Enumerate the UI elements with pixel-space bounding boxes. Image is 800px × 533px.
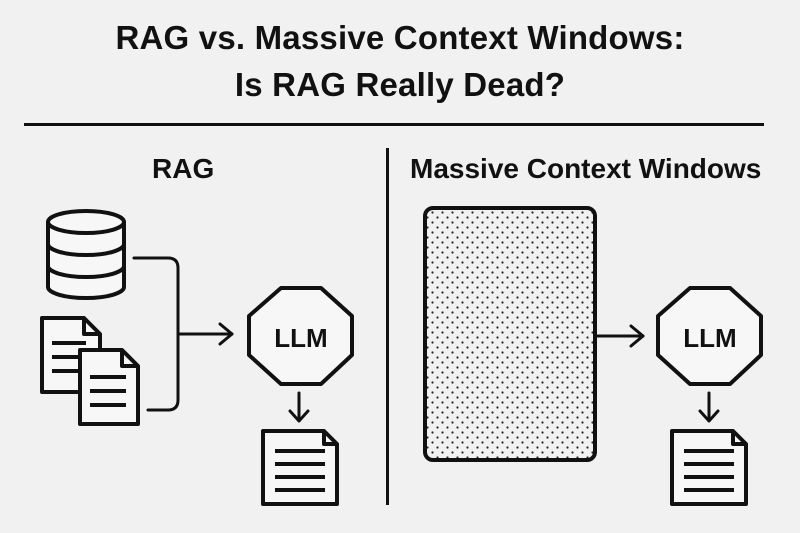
- llm-label-left: LLM: [274, 323, 328, 353]
- down-arrow-left: [288, 391, 310, 423]
- title-line-1: RAG vs. Massive Context Windows:: [115, 19, 685, 56]
- diagram-title: RAG vs. Massive Context Windows: Is RAG …: [0, 14, 800, 108]
- right-arrow: [594, 324, 645, 348]
- context-heading: Massive Context Windows: [410, 153, 762, 184]
- document-icon: [78, 348, 140, 426]
- output-document-icon: [261, 429, 339, 506]
- down-arrow-right: [698, 391, 720, 423]
- llm-node-left: [247, 286, 354, 386]
- output-document-icon: [670, 429, 748, 506]
- database-icon: [46, 209, 126, 300]
- context-window-block: [423, 206, 597, 462]
- merge-arrow: [132, 256, 234, 412]
- rag-heading: RAG: [152, 153, 215, 184]
- title-divider: [24, 123, 764, 126]
- llm-node-right: [656, 286, 763, 386]
- title-line-2: Is RAG Really Dead?: [234, 66, 566, 103]
- llm-label-right: LLM: [683, 323, 737, 353]
- column-divider: [386, 148, 389, 505]
